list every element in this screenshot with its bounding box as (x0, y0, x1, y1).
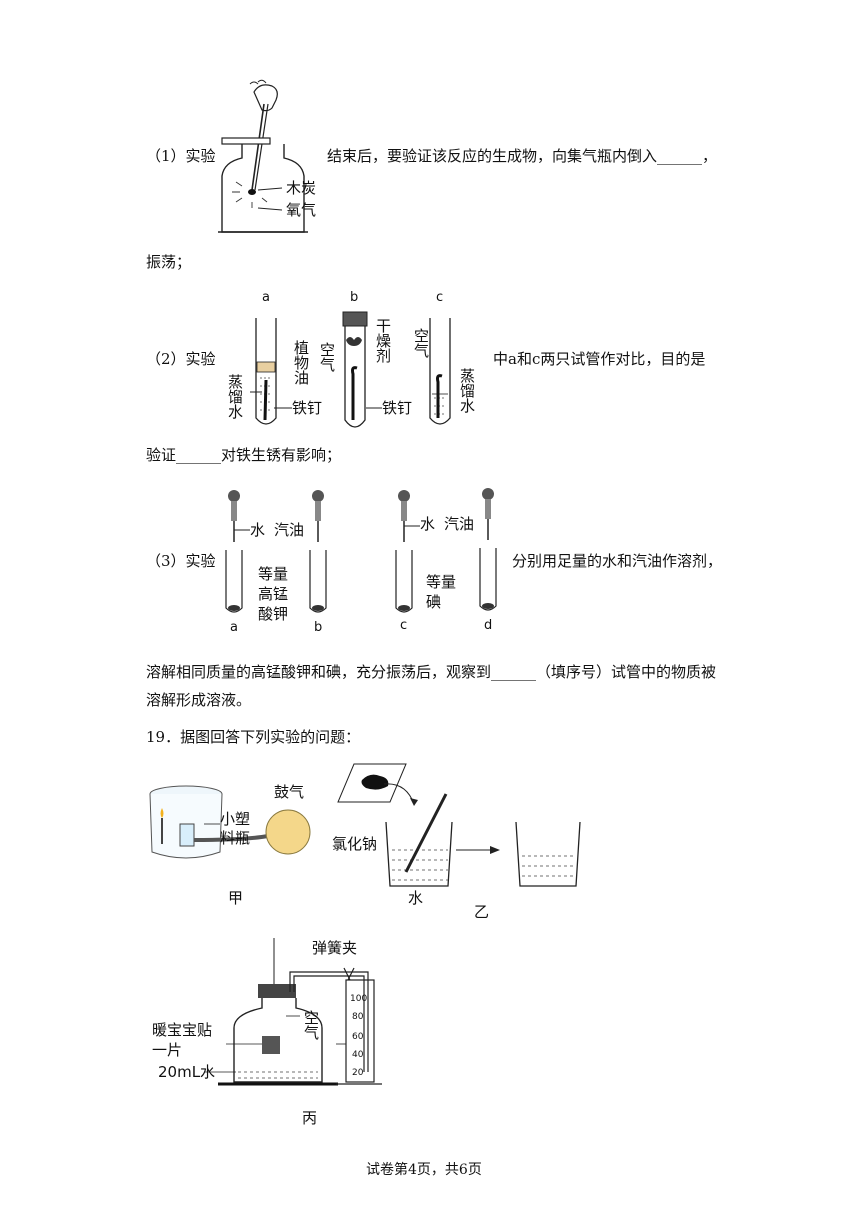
label-air-b: 空气 (318, 342, 336, 372)
q2-prefix: （2）实验 (146, 350, 216, 368)
caption-bing: 丙 (302, 1109, 318, 1127)
bing-drawing (204, 938, 382, 1086)
label-air-c: 空气 (412, 328, 430, 358)
yi-drawing (337, 763, 581, 887)
q3-continuation-1: 溶解相同质量的高锰酸钾和碘，充分振荡后，观察到______（填序号）试管中的物质… (146, 663, 717, 681)
label-nail-b: 铁钉 (382, 399, 413, 417)
label-blow: 鼓气 (274, 783, 305, 801)
label-water-2: 水 (420, 515, 436, 533)
label-water-1: 水 (250, 521, 266, 539)
label-oxygen: 氧气 (286, 201, 317, 219)
q1-text: 结束后，要验证该反应的生成物，向集气瓶内倒入______， (327, 147, 718, 165)
scale-40: 40 (352, 1050, 364, 1060)
label-equal-iodine: 等量碘 (426, 573, 457, 611)
label-20ml-water: 20mL水 (158, 1063, 216, 1081)
solubility-figure: 水 汽油 等量高锰酸钾 a b 水 汽油 等量碘 c d (212, 486, 512, 636)
label-small-bottle: 小塑料瓶 (220, 810, 251, 847)
figure-jia: 小塑料瓶 鼓气 甲 (146, 772, 326, 912)
label-gasoline-1: 汽油 (274, 521, 305, 539)
page-footer: 试卷第4页，共6页 (366, 1162, 482, 1178)
label-charcoal: 木炭 (286, 179, 317, 197)
q3-continuation-2: 溶解形成溶液。 (146, 691, 252, 709)
label-hand-warmer: 暖宝宝贴一片 (152, 1021, 213, 1059)
tube-c-label-q3: c (400, 618, 408, 633)
label-desiccant: 干燥剂 (374, 318, 392, 363)
tube-d-label-q3: d (484, 618, 493, 633)
label-veg-oil: 植物油 (292, 340, 310, 385)
tube-b-label: b (350, 290, 359, 305)
iron-rust-figure: a b c 植物油 蒸馏水 铁钉 空气 干燥剂 铁钉 空气 蒸馏水 (220, 288, 482, 438)
label-water-yi: 水 (408, 889, 424, 907)
label-air-bing: 空气 (302, 1010, 320, 1040)
q1-continuation: 振荡； (146, 253, 192, 271)
tube-a-label-q3: a (230, 620, 238, 635)
label-equal-kmno4: 等量高锰酸钾 (258, 565, 289, 623)
droppers-and-tubes-drawing (225, 488, 497, 613)
figure-yi: 氯化钠 水 乙 (330, 758, 590, 921)
charcoal-combustion-figure: 木炭 氧气 (212, 79, 337, 240)
caption-jia: 甲 (228, 889, 244, 907)
q19-title: 19．据图回答下列实验的问题： (146, 728, 361, 746)
scale-60: 60 (352, 1032, 364, 1042)
q1-prefix: （1）实验 (146, 147, 216, 165)
label-spring-clip: 弹簧夹 (312, 939, 358, 957)
tube-a-label: a (262, 290, 270, 305)
label-nacl: 氯化钠 (332, 835, 378, 853)
q2-text: 中a和c两只试管作对比，目的是 (493, 350, 706, 368)
label-nail-a: 铁钉 (292, 399, 323, 417)
label-distilled-water-a: 蒸馏水 (226, 374, 244, 419)
scale-100: 100 (350, 994, 368, 1004)
test-tubes-drawing (250, 311, 451, 428)
tube-b-label-q3: b (314, 620, 323, 635)
q2-continuation: 验证______对铁生锈有影响； (146, 446, 342, 464)
label-gasoline-2: 汽油 (444, 515, 475, 533)
scale-80: 80 (352, 1012, 364, 1022)
q3-text: 分别用足量的水和汽油作溶剂， (512, 552, 723, 570)
jia-drawing (149, 785, 311, 859)
tube-c-label: c (436, 290, 444, 305)
charcoal-jar-drawing (218, 79, 308, 233)
q3-prefix: （3）实验 (146, 552, 216, 570)
caption-yi: 乙 (474, 903, 490, 921)
label-distilled-water-c: 蒸馏水 (458, 368, 476, 413)
scale-20: 20 (352, 1068, 364, 1078)
figure-bing: 弹簧夹 暖宝宝贴一片 空气 20mL水 100 80 60 40 20 丙 (150, 932, 390, 1132)
